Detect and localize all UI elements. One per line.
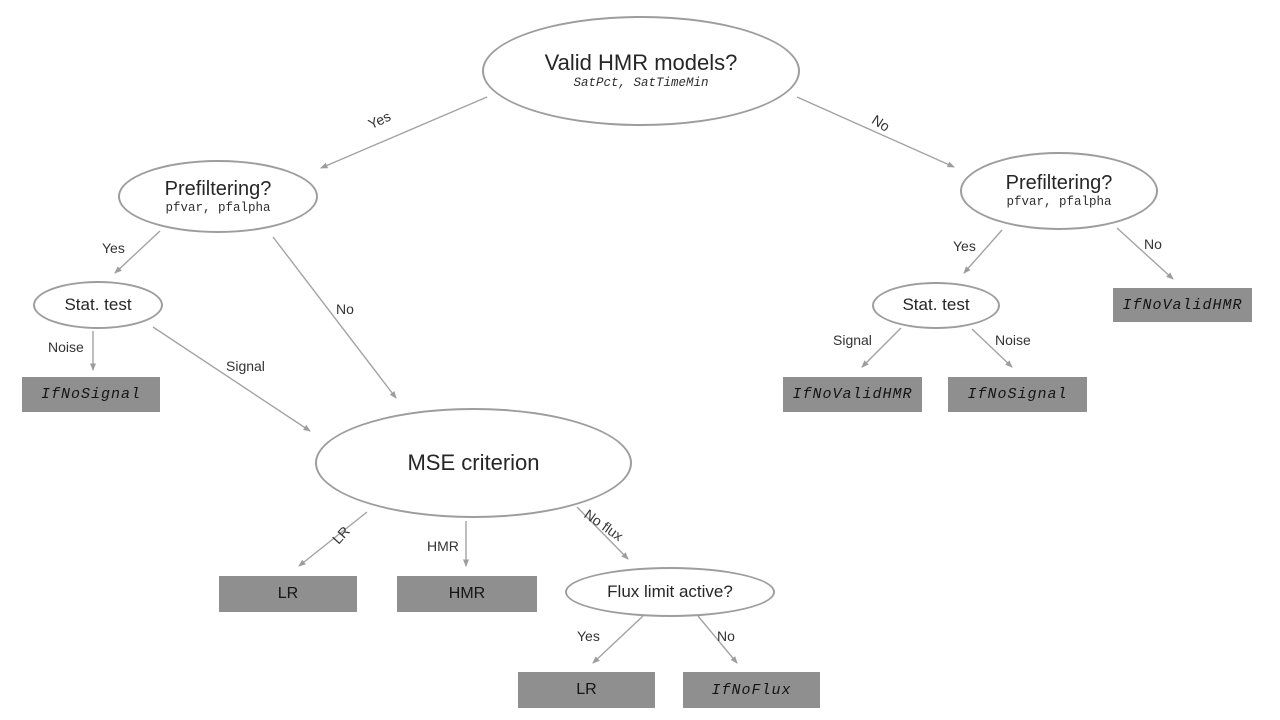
terminal-ifnosignal-left: IfNoSignal (22, 377, 160, 412)
node-stat-test-left: Stat. test (33, 281, 163, 329)
edge-mse-to-flux-limit (576, 506, 629, 560)
node-valid-hmr-label: Valid HMR models? (544, 50, 738, 76)
node-valid-hmr-params: SatPct, SatTimeMin (573, 76, 709, 91)
terminal-lr-bottom: LR (518, 672, 655, 708)
node-valid-hmr-models: Valid HMR models? SatPct, SatTimeMin (482, 16, 800, 126)
edge-prefilter-left-to-stat-test (114, 230, 161, 274)
node-stat-test-left-label: Stat. test (64, 294, 132, 314)
edge-label-mse-hmr: HMR (427, 538, 459, 554)
edge-label-pf-right-no: No (1144, 236, 1162, 252)
node-prefiltering-left-label: Prefiltering? (164, 177, 272, 200)
edge-label-flux-no: No (717, 628, 735, 644)
edge-top-to-prefilter-right (796, 96, 955, 168)
node-flux-limit-active-label: Flux limit active? (607, 581, 733, 601)
node-prefiltering-right-params: pfvar, pfalpha (1006, 195, 1112, 210)
edge-top-to-prefilter-left (320, 96, 488, 169)
node-prefiltering-left: Prefiltering? pfvar, pfalpha (118, 160, 318, 233)
edge-label-pf-left-no: No (336, 301, 354, 317)
edge-label-stat-left-noise: Noise (48, 339, 84, 355)
edge-label-pf-left-yes: Yes (102, 240, 125, 256)
edge-prefilter-right-to-ifnovalidhmr (1116, 227, 1174, 280)
node-prefiltering-right-label: Prefiltering? (1005, 172, 1113, 195)
edge-label-stat-right-noise: Noise (995, 332, 1031, 348)
edge-label-stat-right-signal: Signal (833, 332, 872, 348)
edge-label-pf-right-yes: Yes (953, 238, 976, 254)
terminal-hmr: HMR (397, 576, 537, 612)
edge-prefilter-left-to-mse (272, 236, 397, 399)
node-stat-test-right: Stat. test (872, 282, 1000, 329)
node-mse-criterion-label: MSE criterion (407, 449, 540, 475)
node-stat-test-right-label: Stat. test (902, 295, 970, 315)
node-mse-criterion: MSE criterion (315, 408, 632, 518)
edge-stat-right-to-ifnovalidhmr (861, 327, 902, 368)
terminal-ifnosignal-right: IfNoSignal (948, 377, 1087, 412)
terminal-ifnovalidhmr-right: IfNoValidHMR (1113, 288, 1252, 322)
edge-label-stat-left-signal: Signal (226, 358, 265, 374)
node-prefiltering-left-params: pfvar, pfalpha (165, 200, 271, 215)
edge-mse-to-lr (298, 511, 368, 567)
edge-prefilter-right-to-stat-test (963, 229, 1003, 274)
terminal-ifnovalidhmr-mid: IfNoValidHMR (783, 377, 922, 412)
edge-label-flux-yes: Yes (577, 628, 600, 644)
edge-stat-right-to-ifnosignal (971, 328, 1013, 368)
edge-stat-left-to-mse (152, 326, 311, 432)
edge-flux-to-ifnoflux (697, 615, 738, 664)
terminal-lr-left: LR (219, 576, 357, 612)
terminal-ifnoflux: IfNoFlux (683, 672, 820, 708)
edge-flux-to-lr (592, 615, 644, 664)
node-prefiltering-right: Prefiltering? pfvar, pfalpha (960, 152, 1158, 230)
node-flux-limit-active: Flux limit active? (565, 567, 775, 617)
